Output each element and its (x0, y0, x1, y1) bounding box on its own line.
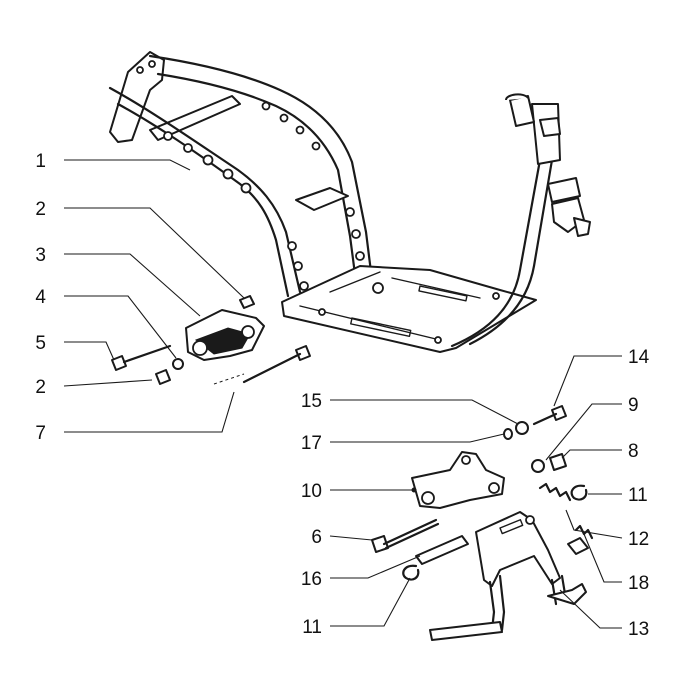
stand-bracket (411, 451, 505, 509)
washer-17 (503, 428, 513, 440)
scooter-frame (108, 51, 591, 353)
nut-lower (155, 369, 171, 385)
nut-upper (239, 295, 255, 309)
bolt-14 (532, 405, 567, 426)
callout-6: 6 (311, 527, 322, 548)
callout-11-left: 11 (302, 617, 322, 638)
callout-13: 13 (628, 619, 649, 640)
callout-8: 8 (628, 441, 639, 462)
bushing (172, 358, 184, 370)
callout-7: 7 (35, 423, 46, 444)
callout-15: 15 (301, 391, 322, 412)
callout-16: 16 (301, 569, 322, 590)
spring-12 (538, 482, 572, 502)
callout-18: 18 (628, 573, 649, 594)
callout-17: 17 (301, 433, 322, 454)
pivot-pin (415, 535, 469, 565)
centre-stand (429, 511, 589, 641)
callout-2-upper: 2 (35, 199, 46, 220)
callout-11-right: 11 (628, 485, 648, 506)
callout-9: 9 (628, 395, 639, 416)
callout-labels: 1 2 3 4 5 2 7 14 15 9 17 8 10 11 6 12 16… (35, 151, 649, 640)
circlip-right (570, 484, 588, 501)
callout-4: 4 (35, 287, 46, 308)
washer-15 (515, 421, 529, 435)
callout-1: 1 (35, 151, 46, 172)
callout-12: 12 (628, 529, 649, 550)
callout-14: 14 (628, 347, 650, 368)
engine-mount-bracket (185, 309, 265, 361)
circlip-left (402, 564, 420, 581)
callout-5: 5 (35, 333, 46, 354)
bolt-long (213, 345, 311, 385)
callout-3: 3 (35, 245, 46, 266)
bolt-6 (371, 518, 440, 553)
callout-10: 10 (301, 481, 322, 502)
callout-2-lower: 2 (35, 377, 46, 398)
washer-9 (531, 459, 545, 473)
leader-lines (63, 159, 623, 629)
bolt-short (111, 344, 172, 371)
